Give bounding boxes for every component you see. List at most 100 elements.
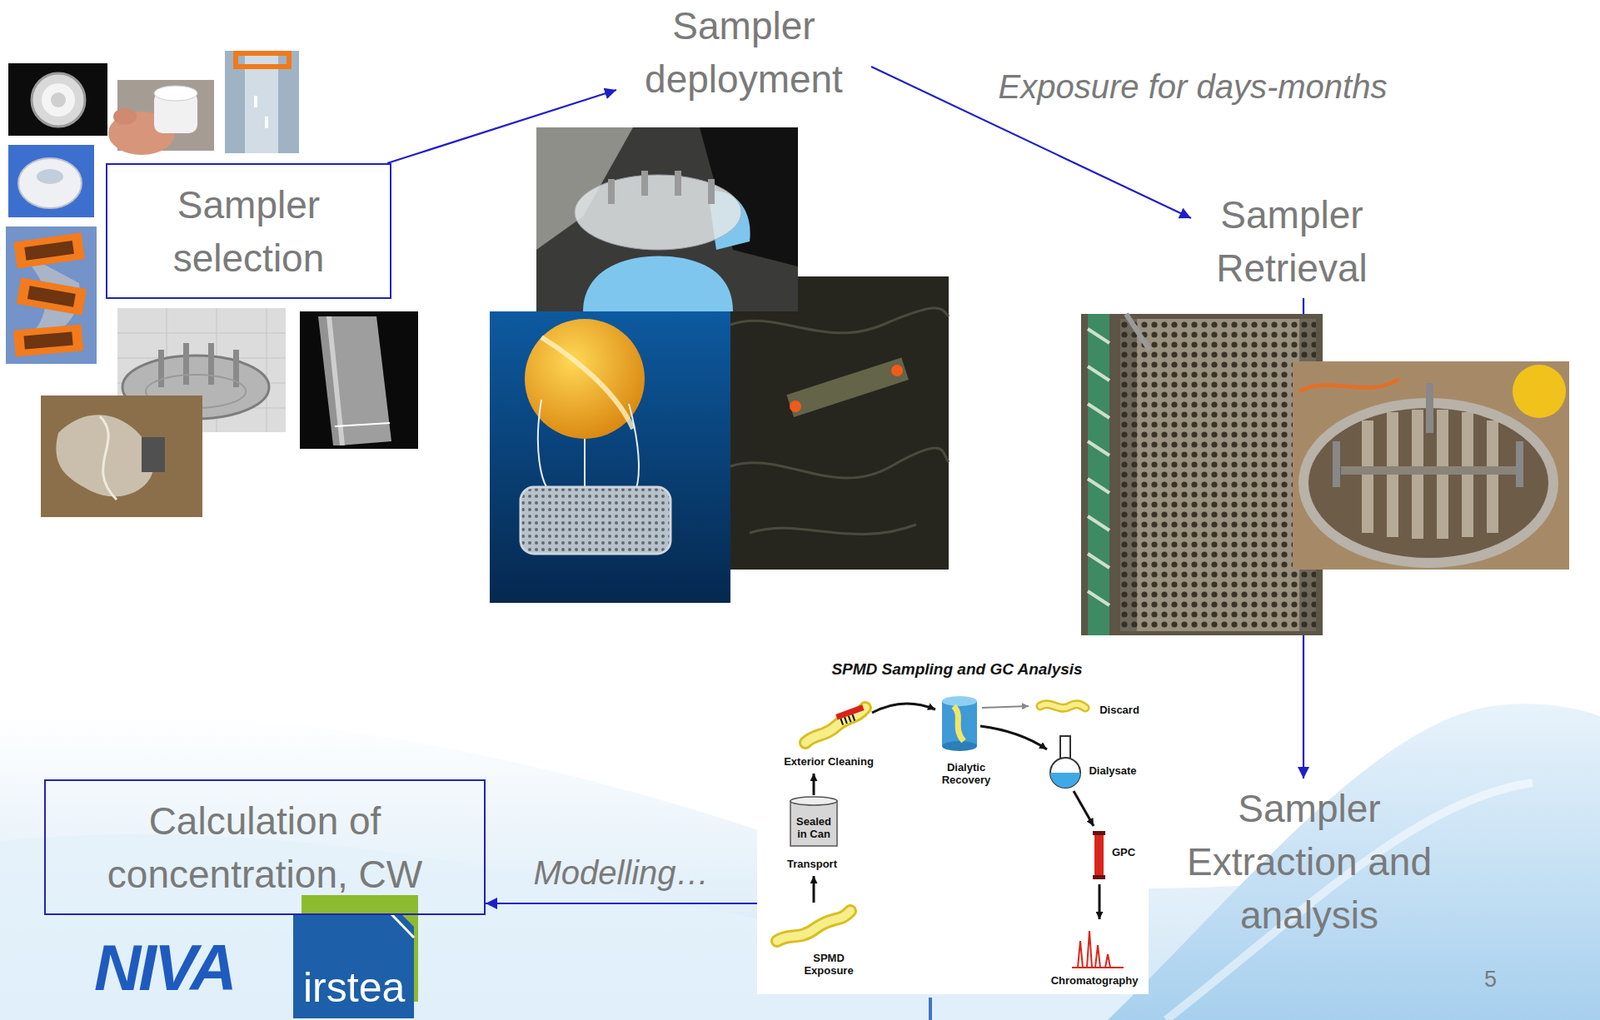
spmd-strip: [777, 911, 851, 942]
cleaning-brush: [835, 704, 867, 727]
deployment-photo: [541, 337, 634, 429]
spmd-strip: [1040, 704, 1086, 709]
sampler-photo: [40, 395, 203, 518]
stage-label: Sampler Extraction and analysis: [1151, 778, 1468, 946]
process-arrow: [1073, 791, 1094, 827]
dialysis-tank: [942, 701, 977, 747]
step-label: Sealed in Can: [792, 815, 836, 841]
sampler-photo: [224, 50, 300, 154]
irstea-logo: [293, 914, 414, 1019]
retrieval-photo: [1299, 378, 1400, 392]
deployment-photo: [891, 364, 903, 377]
deployment-photo: [574, 174, 742, 250]
retrieval-photo: [1515, 441, 1524, 488]
sampler-photo: [8, 144, 95, 218]
step-label: Discard: [1099, 703, 1140, 717]
sampler-photo: [208, 343, 215, 385]
deployment-photo: [538, 399, 639, 496]
background-wave: [1107, 703, 1600, 1020]
deployment-photo: [536, 127, 798, 312]
deployment-photo: [730, 276, 949, 570]
sampler-photo: [24, 331, 74, 349]
retrieval-photo: [1512, 364, 1566, 419]
deployment-photo: [699, 127, 798, 267]
logo-text: irstea: [303, 966, 405, 1009]
sampler-photo: [24, 240, 75, 261]
deployment-photo: [786, 357, 909, 417]
figure-title: SPMD Sampling and GC Analysis: [831, 659, 1082, 679]
sampler-photo: [264, 116, 269, 129]
stage-text: Sampler Extraction and analysis: [1154, 782, 1465, 943]
retrieval-photo: [1126, 314, 1150, 350]
gpc-column: [1092, 831, 1106, 836]
deployment-photo: [730, 448, 949, 479]
step-label: Dialytic Recovery: [933, 761, 999, 787]
stage-text: Sampler Retrieval: [1194, 188, 1390, 295]
flask: [1050, 736, 1081, 788]
retrieval-photo: [1340, 466, 1516, 475]
sampler-photo: [141, 437, 165, 473]
sampler-photo: [154, 85, 198, 101]
stage-text: Calculation of concentration, CW: [57, 794, 473, 902]
sampler-photo: [8, 63, 108, 136]
sampler-photo: [5, 226, 97, 364]
deployment-photo: [489, 311, 731, 604]
sampler-photo: [99, 416, 117, 500]
sampler-photo: [224, 50, 300, 154]
stage-label: Sampler Retrieval: [1191, 184, 1393, 299]
sampler-photo: [27, 285, 76, 307]
flow-arrow: [485, 902, 758, 905]
process-arrow: [812, 773, 816, 796]
sampler-photo: [334, 423, 390, 427]
step-label: Exterior Cleaning: [783, 755, 874, 768]
dialysis-tank: [942, 696, 977, 707]
retrieval-photo: [1361, 420, 1374, 534]
sampler-photo: [8, 144, 95, 218]
deployment-photo: [730, 276, 949, 570]
flask: [1050, 772, 1081, 788]
deployment-photo: [583, 256, 733, 312]
retrieval-photo: [1087, 328, 1110, 606]
gpc-column: [1094, 832, 1104, 878]
retrieval-photo: [1292, 361, 1570, 570]
figure-panel: SPMD Sampling and GC AnalysisExterior Cl…: [757, 649, 1149, 995]
process-arrow: [981, 706, 1029, 708]
spmd-strip: [1040, 704, 1086, 709]
spmd-figure: [757, 649, 1149, 995]
page-number: 5: [1484, 968, 1497, 992]
dialysis-tank: [942, 741, 977, 752]
spmd-figure: [757, 649, 1149, 995]
retrieval-photo: [1486, 420, 1499, 534]
deployment-photo: [520, 487, 671, 554]
spmd-strip: [1040, 704, 1086, 709]
retrieval-photo: [1087, 314, 1110, 636]
sampler-photo: [16, 277, 87, 315]
deployment-photo: [674, 170, 682, 196]
gpc-column: [1092, 875, 1106, 880]
retrieval-photo: [1292, 361, 1570, 570]
edge-label: Exposure for days-months: [998, 67, 1388, 106]
process-arrow: [812, 876, 816, 903]
sampler-photo: [158, 349, 165, 388]
spmd-strip: [777, 911, 851, 942]
stage-text: Sampler selection: [119, 178, 379, 285]
sampler-photo: [254, 95, 258, 108]
retrieval-photo: [1081, 314, 1323, 636]
sample-can: [790, 797, 838, 847]
sampler-photo: [31, 73, 85, 127]
logo-text: NIVA: [94, 935, 235, 1001]
cleaning-brush: [840, 714, 855, 726]
process-arrow: [1098, 884, 1102, 920]
retrieval-photo: [1081, 314, 1323, 636]
stage-box: Calculation of concentration, CW: [44, 779, 486, 916]
sampler-photo: [13, 232, 85, 269]
process-arrow: [872, 703, 936, 713]
sampler-photo: [41, 83, 75, 117]
step-label: Transport: [787, 857, 838, 871]
step-label: Dialysate: [1088, 764, 1137, 778]
decor-line: [928, 997, 933, 1020]
deployment-photo: [489, 311, 731, 604]
retrieval-photo: [1120, 319, 1316, 632]
sampler-photo: [299, 311, 419, 449]
